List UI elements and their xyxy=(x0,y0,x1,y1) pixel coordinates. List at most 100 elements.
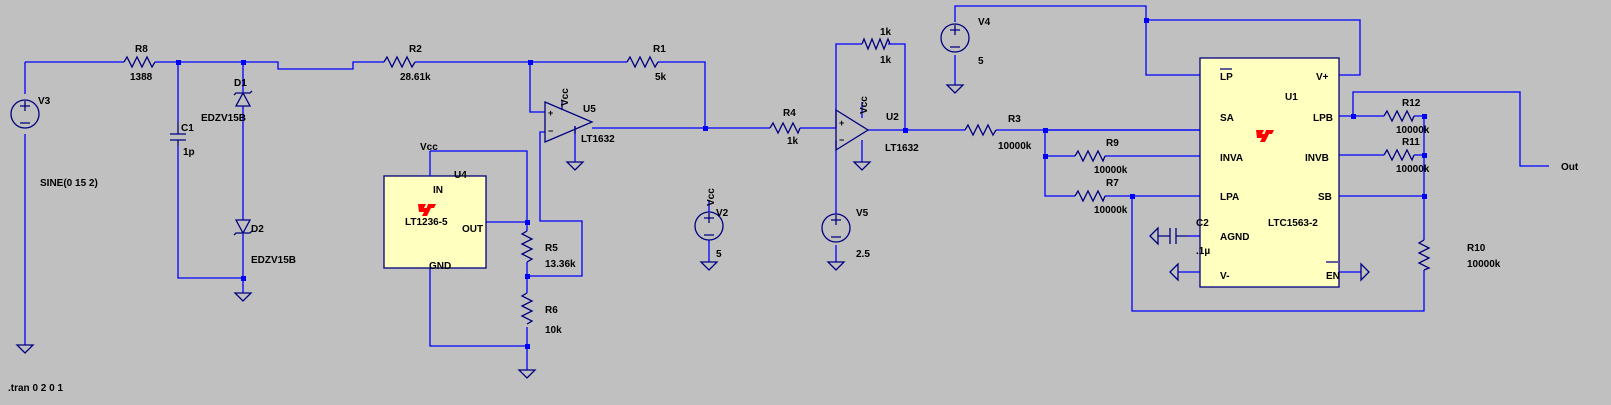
v5-value: 2.5 xyxy=(856,249,870,260)
u1-pin-lpa: LPA xyxy=(1220,192,1239,203)
resistor-r6[interactable] xyxy=(520,292,534,325)
resistor-r4[interactable] xyxy=(769,121,801,135)
r10-name: R10 xyxy=(1467,243,1486,254)
v3-value: SINE(0 15 2) xyxy=(40,178,98,189)
v4-name: V4 xyxy=(978,17,991,28)
r3-name: R3 xyxy=(1008,114,1021,125)
v2-vcc-label: Vcc xyxy=(706,188,717,206)
r6-name: R6 xyxy=(545,305,558,316)
u1-pin-en: EN xyxy=(1326,271,1340,282)
ground-symbols xyxy=(15,84,1370,379)
u2-name: U2 xyxy=(886,112,899,123)
capacitor-c2[interactable] xyxy=(1158,228,1188,244)
opamp-u5[interactable]: + − xyxy=(544,100,594,143)
r4-name: R4 xyxy=(783,108,796,119)
u4-name: U4 xyxy=(454,170,467,181)
u1-pin-agnd: AGND xyxy=(1220,232,1249,243)
resistor-r3[interactable] xyxy=(964,123,997,137)
voltage-source-v3[interactable] xyxy=(10,99,40,129)
resistor-r11[interactable] xyxy=(1383,148,1415,162)
d1-name: D1 xyxy=(234,78,247,89)
u2-vcc-label: Vcc xyxy=(859,96,870,114)
voltage-source-v4[interactable] xyxy=(940,23,970,53)
zener-diode-d2[interactable] xyxy=(233,219,253,236)
resistor-r12[interactable] xyxy=(1383,109,1415,123)
r2-value: 28.61k xyxy=(400,72,431,83)
ic-u1[interactable] xyxy=(1199,57,1340,288)
v2-value: 5 xyxy=(716,249,722,260)
u1-pin-vminus: V- xyxy=(1220,271,1229,282)
resistor-r2[interactable] xyxy=(383,55,416,69)
v3-name: V3 xyxy=(38,96,51,107)
r9-value: 10000k xyxy=(1094,165,1128,176)
r4-value: 1k xyxy=(787,136,799,147)
ic-u4[interactable] xyxy=(383,151,487,269)
r6-value: 10k xyxy=(545,325,562,336)
v5-name: V5 xyxy=(856,208,869,219)
r8-name: R8 xyxy=(135,44,148,55)
u1-name: U1 xyxy=(1285,92,1298,103)
opamp-u5-minus: − xyxy=(548,126,553,136)
u1-pin-lp: LP xyxy=(1220,72,1233,83)
r3-value: 10000k xyxy=(998,141,1032,152)
u1-value: LTC1563-2 xyxy=(1268,218,1318,229)
c2-value: .1µ xyxy=(1196,246,1210,257)
resistor-r1[interactable] xyxy=(626,55,659,69)
spice-directive: .tran 0 2 0 1 xyxy=(8,383,63,394)
source-leads xyxy=(708,200,837,214)
zener-diode-d1[interactable] xyxy=(233,90,253,107)
r11-name: R11 xyxy=(1402,137,1420,148)
resistor-r5[interactable] xyxy=(520,230,534,263)
r-feedback-value: 1k xyxy=(880,55,892,66)
opamp-u2[interactable]: + − xyxy=(835,108,870,152)
resistor-r7[interactable] xyxy=(1074,189,1106,203)
r9-name: R9 xyxy=(1106,138,1119,149)
resistor-r9[interactable] xyxy=(1074,149,1106,163)
v2-name: V2 xyxy=(716,208,729,219)
u1-pin-lpb: LPB xyxy=(1313,113,1333,124)
r11-value: 10000k xyxy=(1396,164,1430,175)
u4-vcc-label: Vcc xyxy=(420,142,438,153)
d1-value: EDZV15B xyxy=(201,113,246,124)
r10-value: 10000k xyxy=(1467,259,1501,270)
overbar-lines xyxy=(1220,68,1338,263)
r7-value: 10000k xyxy=(1094,205,1128,216)
d2-value: EDZV15B xyxy=(251,255,296,266)
r2-name: R2 xyxy=(409,44,422,55)
u4-pin-in: IN xyxy=(433,185,443,196)
out-net-label: Out xyxy=(1561,162,1579,173)
opamp-u5-plus: + xyxy=(548,108,553,118)
r12-value: 10000k xyxy=(1396,125,1430,136)
r7-name: R7 xyxy=(1106,178,1119,189)
u4-value: LT1236-5 xyxy=(405,217,448,228)
r-feedback-name: 1k xyxy=(880,27,892,38)
u1-pin-sa: SA xyxy=(1220,113,1234,124)
r12-name: R12 xyxy=(1402,98,1421,109)
resistor-r8[interactable] xyxy=(123,55,156,69)
d2-name: D2 xyxy=(251,224,264,235)
r1-value: 5k xyxy=(655,72,667,83)
u1-pin-inva: INVA xyxy=(1220,153,1243,164)
r5-name: R5 xyxy=(545,243,558,254)
resistor-r10[interactable] xyxy=(1417,239,1431,271)
voltage-source-v5[interactable] xyxy=(821,213,851,243)
c1-name: C1 xyxy=(181,123,194,134)
u1-pin-sb: SB xyxy=(1318,192,1332,203)
opamp-u2-plus: + xyxy=(839,118,844,128)
capacitor-c1[interactable] xyxy=(170,122,186,146)
u1-pin-invb: INVB xyxy=(1305,153,1329,164)
linear-tech-logo-icon xyxy=(418,204,436,216)
c2-name: C2 xyxy=(1196,218,1209,229)
c1-value: 1p xyxy=(183,147,195,158)
u5-name: U5 xyxy=(583,104,596,115)
junctions xyxy=(176,18,1427,349)
opamp-u2-minus: − xyxy=(839,135,844,145)
u2-value: LT1632 xyxy=(885,143,919,154)
linear-tech-logo-icon xyxy=(1256,130,1274,142)
u1-pin-vplus: V+ xyxy=(1316,72,1329,83)
resistor-r-feedback[interactable] xyxy=(861,37,891,51)
u4-pin-gnd: GND xyxy=(429,261,451,272)
r5-value: 13.36k xyxy=(545,259,576,270)
u4-pin-out: OUT xyxy=(462,224,483,235)
